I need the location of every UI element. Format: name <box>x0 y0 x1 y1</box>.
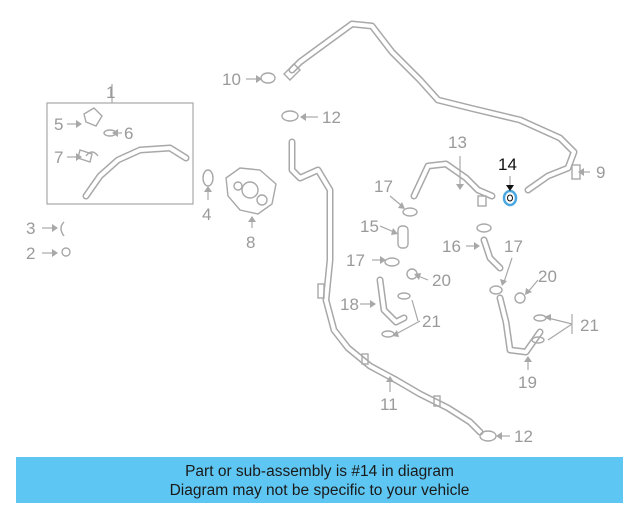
gasket-21-c <box>533 314 547 322</box>
callout-6: 6 <box>124 124 133 143</box>
hose-13 <box>410 160 496 207</box>
callout-11: 11 <box>380 395 398 414</box>
banner-line-1: Part or sub-assembly is #14 in diagram <box>185 463 454 480</box>
callout-16: 16 <box>442 237 461 256</box>
callout-17-b: 17 <box>504 237 523 256</box>
small-parts <box>60 72 547 442</box>
clamp-12-top <box>281 110 299 122</box>
callout-21-a: 21 <box>422 312 441 331</box>
housing-5 <box>83 107 103 127</box>
gasket-2 <box>61 247 71 257</box>
seal-7 <box>85 151 99 157</box>
clamp-17-a <box>402 207 418 217</box>
callout-13: 13 <box>448 133 467 152</box>
hose-16 <box>480 236 504 272</box>
clamp-17-d <box>489 285 503 295</box>
callout-10: 10 <box>222 70 241 89</box>
callout-20-b: 20 <box>538 267 557 286</box>
seal-3 <box>60 221 65 237</box>
callout-14: 14 <box>498 155 517 174</box>
gasket-21-a <box>397 292 411 300</box>
callout-8: 8 <box>246 233 255 252</box>
clamp-12-bottom <box>479 430 497 442</box>
callout-17-a: 17 <box>374 177 393 196</box>
callout-20-a: 20 <box>432 271 451 290</box>
gasket-4 <box>202 169 214 187</box>
callout-2: 2 <box>26 244 35 263</box>
parts-diagram: 1 2 3 4 5 6 7 8 9 10 11 12 12 13 14 15 1… <box>26 20 605 446</box>
pipe-19 <box>496 294 544 356</box>
thermostat-housing-8 <box>225 167 277 215</box>
coolant-pipe-11 <box>288 138 484 436</box>
callout-12-top: 12 <box>322 108 341 127</box>
hose-18 <box>376 276 408 326</box>
highlighted-part-14[interactable] <box>502 189 518 207</box>
plug-20-b <box>514 292 526 304</box>
callout-labels: 1 2 3 4 5 6 7 8 9 10 11 12 12 13 14 15 1… <box>26 70 605 446</box>
callout-19: 19 <box>518 373 537 392</box>
callout-7: 7 <box>54 148 63 167</box>
clamp-17-c <box>476 223 492 233</box>
clamp-17-b <box>384 257 400 267</box>
callout-12-bottom: 12 <box>514 427 533 446</box>
callout-5: 5 <box>54 115 63 134</box>
coolant-pipe-9 <box>283 20 581 194</box>
callout-21-b: 21 <box>580 316 599 335</box>
callout-4: 4 <box>202 205 211 224</box>
hose-assembly-7 <box>77 144 190 200</box>
gasket-21-b <box>381 330 395 338</box>
callout-18: 18 <box>340 295 359 314</box>
gasket-21-d <box>531 336 545 344</box>
callout-15: 15 <box>360 217 379 236</box>
callout-3: 3 <box>26 219 35 238</box>
hose-15 <box>397 225 409 249</box>
info-banner: Part or sub-assembly is #14 in diagram D… <box>16 457 623 503</box>
banner-line-2: Diagram may not be specific to your vehi… <box>169 482 470 499</box>
callout-1: 1 <box>106 83 115 102</box>
assembly-1-box <box>46 102 194 205</box>
callout-17-c: 17 <box>346 251 365 270</box>
callout-9: 9 <box>596 163 605 182</box>
leader-lines <box>42 75 590 440</box>
clamp-10 <box>260 72 276 84</box>
